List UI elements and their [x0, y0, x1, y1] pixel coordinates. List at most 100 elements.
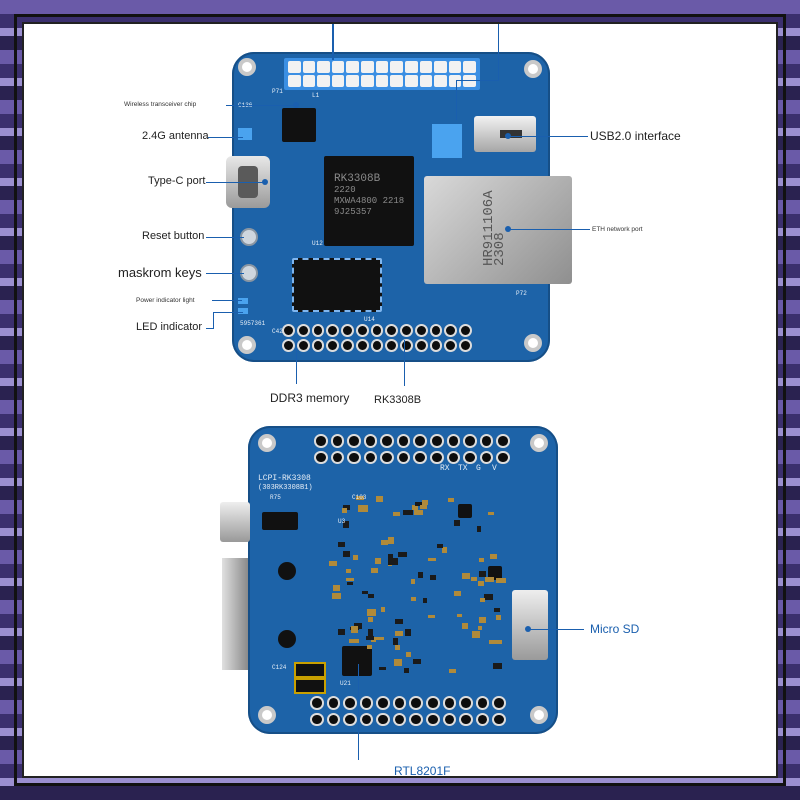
header-pin — [314, 450, 328, 464]
label-usb-interface: USB2.0 interface — [590, 129, 681, 143]
label-antenna: 2.4G antenna — [142, 130, 209, 142]
smd-component — [410, 578, 415, 584]
header-pin — [363, 434, 378, 448]
label-maskrom-keys: maskrom keys — [118, 265, 202, 280]
callout-dot — [262, 179, 268, 185]
header-pin — [326, 712, 341, 726]
smd-component — [367, 616, 373, 623]
header-pin — [444, 339, 458, 352]
header-pin — [317, 75, 330, 87]
smd-component — [345, 577, 355, 581]
callout-line — [206, 237, 244, 238]
header-pin — [390, 61, 403, 73]
callout-line — [332, 24, 334, 60]
smd-component — [331, 592, 341, 600]
gpio-header-bottom — [282, 324, 472, 352]
header-pin — [434, 75, 447, 87]
header-pin — [400, 339, 413, 352]
header-pin — [385, 339, 399, 352]
micro-sd-slot — [512, 590, 548, 660]
label-ddr3: DDR3 memory — [270, 391, 350, 405]
header-pin — [429, 324, 443, 337]
mounting-hole — [258, 706, 276, 724]
smd-component — [398, 552, 408, 558]
header-pin — [282, 339, 295, 352]
header-pin — [359, 712, 374, 726]
silk-label: P72 — [516, 290, 527, 297]
smd-component — [367, 645, 373, 649]
header-pin — [463, 434, 477, 448]
mounting-hole — [530, 706, 548, 724]
smd-component — [366, 636, 375, 641]
header-pin — [463, 75, 476, 87]
header-pin — [396, 450, 411, 464]
pin-row-bottom — [310, 696, 506, 726]
bottom-board: RX TX G V LCPI-RK3308 (303RK3308B1) R75 … — [220, 426, 558, 734]
callout-line — [456, 80, 457, 120]
callout-line — [208, 137, 243, 138]
antenna-component — [238, 128, 252, 140]
label-type-c: Type-C port — [148, 175, 206, 187]
mounting-hole — [238, 58, 256, 76]
smd-component — [448, 669, 457, 674]
header-pin — [459, 324, 472, 337]
header-pin — [426, 696, 440, 710]
header-pin — [446, 434, 461, 448]
header-pin — [496, 450, 510, 464]
header-pin — [479, 450, 494, 464]
smd-component — [462, 623, 468, 629]
header-pin — [370, 324, 384, 337]
callout-line — [206, 273, 244, 274]
header-pin — [347, 434, 361, 448]
header-pin — [475, 696, 490, 710]
header-pin — [419, 61, 433, 73]
eth-marking: HR911106A 2308 — [481, 190, 508, 266]
smd-component — [343, 550, 350, 557]
header-pin — [355, 324, 369, 337]
smd-component — [496, 578, 506, 584]
inductor — [294, 662, 326, 678]
header-pin — [413, 450, 428, 464]
cpu-chip: RK3308B 2220 MXWA4800 2218 9J25357 — [324, 156, 414, 246]
callout-line — [358, 664, 359, 760]
smd-component — [478, 580, 484, 587]
label-reset-button: Reset button — [142, 230, 205, 242]
header-pin — [341, 339, 354, 352]
header-pin — [361, 61, 374, 73]
smd-component — [353, 555, 358, 560]
smd-component — [355, 496, 364, 500]
mounting-hole — [524, 60, 542, 78]
callout-dot — [293, 102, 299, 108]
eth-side — [222, 558, 248, 670]
header-pin — [296, 339, 310, 352]
smd-component — [461, 573, 470, 580]
header-pin — [390, 75, 403, 87]
silk-label: U12 — [312, 240, 323, 247]
smd-component — [414, 510, 424, 516]
header-pin — [310, 712, 324, 726]
header-pin — [311, 339, 325, 352]
header-pin — [343, 712, 357, 726]
header-label-v: V — [492, 464, 497, 473]
label-rtl8201f: RTL8201F — [394, 764, 451, 778]
header-pin — [459, 339, 472, 352]
header-pin — [346, 75, 360, 87]
header-pin — [442, 696, 457, 710]
small-component — [262, 512, 298, 530]
header-pin — [429, 339, 443, 352]
header-pin — [310, 696, 324, 710]
header-pin — [341, 324, 354, 337]
smd-component — [402, 509, 413, 515]
mounting-hole — [530, 434, 548, 452]
silk-label: L1 — [312, 92, 320, 99]
header-pin — [326, 324, 340, 337]
label-eth-port: ETH network port — [592, 226, 643, 233]
dip-switch[interactable] — [432, 124, 462, 158]
header-pin — [492, 696, 506, 710]
header-pin — [409, 712, 424, 726]
header-pin — [317, 61, 330, 73]
top-board: 5957361 RK3308B 2220 MXWA4800 2218 9J253… — [226, 52, 572, 362]
smd-component — [406, 651, 411, 657]
header-pin — [375, 75, 389, 87]
header-pin — [330, 450, 345, 464]
